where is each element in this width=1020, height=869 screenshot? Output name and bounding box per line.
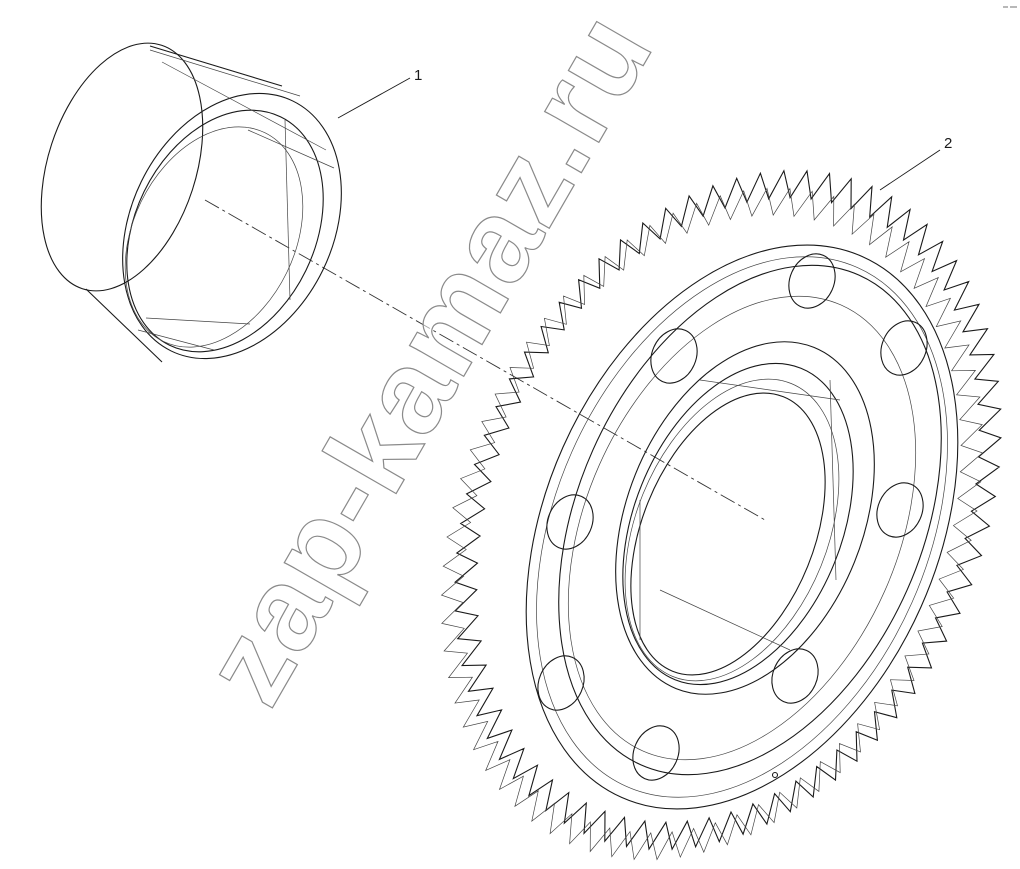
gear-part	[440, 169, 1002, 861]
callout-2-leader	[879, 149, 941, 191]
callout-2-label: 2	[944, 135, 952, 152]
bushing-part	[40, 42, 342, 363]
watermark-text: zap-kamaz.ru	[178, 0, 678, 725]
callout-1-leader	[337, 77, 411, 119]
callout-1-label: 1	[414, 67, 422, 84]
